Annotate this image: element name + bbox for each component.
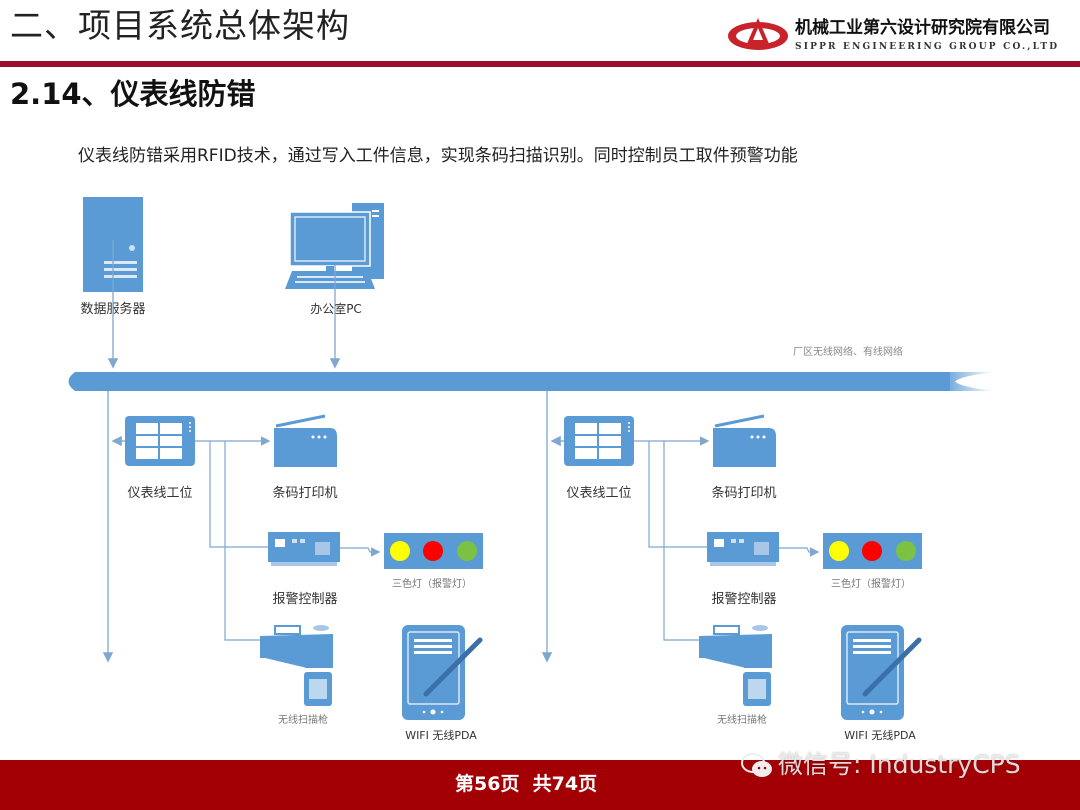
red-light-icon (423, 541, 443, 561)
pda-icon (402, 625, 483, 720)
light-link (340, 547, 381, 557)
wechat-icon (741, 753, 772, 777)
alarm-controller-icon (707, 532, 779, 566)
tri-light-label: 三色灯（报警灯） (831, 577, 911, 590)
green-light-icon (896, 541, 916, 561)
section-description: 仪表线防错采用RFID技术，通过写入工件信息，实现条码扫描识别。同时控制员工取件… (78, 146, 798, 166)
company-logo (728, 18, 788, 50)
scanner-link (663, 441, 701, 641)
office-pc-label: 办公室PC (310, 301, 362, 316)
light-link (779, 547, 820, 557)
yellow-light-icon (829, 541, 849, 561)
alarm-controller-label: 报警控制器 (711, 591, 776, 607)
scanner-link (224, 441, 262, 641)
company-name: 机械工业第六设计研究院有限公司 (795, 18, 1050, 38)
alarm-controller-label: 报警控制器 (272, 591, 337, 607)
pda-icon (841, 625, 922, 720)
station-group: 仪表线工位 条码打印机 报警控制器 三色灯（报警灯） (541, 391, 922, 742)
wireless-scanner-icon (260, 625, 333, 706)
office-pc-icon (285, 203, 384, 289)
printer-label: 条码打印机 (272, 485, 337, 501)
red-light-icon (862, 541, 882, 561)
tri-color-light-icon (384, 533, 483, 569)
controller-link (648, 441, 707, 548)
wireless-scanner-icon (699, 625, 772, 706)
barcode-printer-icon (274, 414, 337, 467)
architecture-diagram: 数据服务器 办公室PC 厂区无线网络、有线网络 仪表线工位 (68, 197, 995, 742)
header-divider (0, 61, 1080, 67)
green-light-icon (457, 541, 477, 561)
workstation-label: 仪表线工位 (127, 486, 192, 501)
section-title: 2.14、仪表线防错 (10, 77, 256, 111)
pda-label: WIFI 无线PDA (844, 728, 916, 742)
alarm-controller-icon (268, 532, 340, 566)
footer-bar: 第56页 共74页 (0, 760, 1080, 810)
barcode-printer-icon (713, 414, 776, 467)
workstation-label: 仪表线工位 (566, 486, 631, 501)
watermark-text: 微信号: IndustryCPS (778, 750, 1021, 779)
station-group: 仪表线工位 条码打印机 报警控制器 三色灯（报警灯） (102, 391, 483, 742)
company-name-en: SIPPR ENGINEERING GROUP CO.,LTD (795, 42, 1060, 52)
page-number: 第56页 共74页 (455, 773, 598, 795)
workstation-icon (125, 416, 195, 466)
workstation-icon (564, 416, 634, 466)
printer-label: 条码打印机 (711, 485, 776, 501)
slide-title: 二、项目系统总体架构 (10, 6, 350, 45)
controller-link (209, 441, 268, 548)
pda-label: WIFI 无线PDA (405, 728, 477, 742)
yellow-light-icon (390, 541, 410, 561)
scanner-label: 无线扫描枪 (717, 713, 767, 726)
tri-color-light-icon (823, 533, 922, 569)
network-label: 厂区无线网络、有线网络 (793, 345, 903, 358)
tri-light-label: 三色灯（报警灯） (392, 577, 472, 590)
scanner-label: 无线扫描枪 (278, 713, 328, 726)
watermark: 微信号: IndustryCPS (740, 750, 1021, 780)
network-bus (68, 372, 995, 391)
